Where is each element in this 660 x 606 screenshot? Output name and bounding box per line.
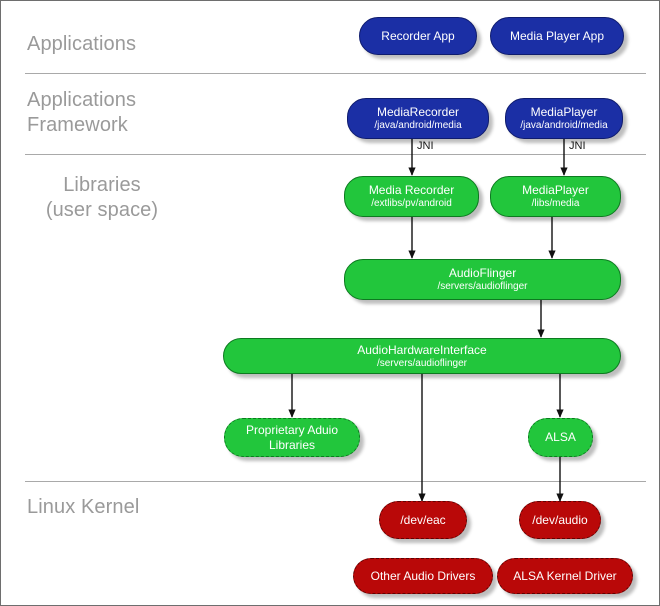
layer-label-libraries: Libraries (user space) (45, 174, 159, 221)
node-other-audio-drivers[interactable]: Other Audio Drivers (353, 558, 493, 594)
node-mediarecorder-framework[interactable]: MediaRecorder /java/android/media (347, 98, 489, 139)
node-media-player-app-title: Media Player App (509, 28, 605, 43)
node-recorder-app-title: Recorder App (381, 28, 455, 43)
separator-linux-kernel (25, 481, 646, 482)
node-audioflinger-path: /servers/audioflinger (437, 281, 528, 292)
node-dev-eac-title: /dev/eac (400, 512, 446, 527)
separator-applications (25, 73, 646, 74)
node-media-recorder-lib-path: /extlibs/pv/android (371, 198, 452, 209)
node-audiohardwareinterface-title: AudioHardwareInterface (357, 342, 487, 357)
node-alsa-kernel-driver-title: ALSA Kernel Driver (513, 568, 617, 583)
node-media-recorder-lib[interactable]: Media Recorder /extlibs/pv/android (344, 176, 479, 217)
node-mediaplayer-lib-title: MediaPlayer (522, 183, 589, 197)
edge-label-jni-player: JNI (569, 140, 586, 152)
layer-label-applications-framework: Applications Framework (27, 89, 137, 136)
node-dev-audio[interactable]: /dev/audio (519, 501, 601, 539)
layer-label-applications: Applications (27, 33, 137, 55)
edge-label-jni-recorder: JNI (417, 140, 434, 152)
node-mediaplayer-framework-title: MediaPlayer (530, 105, 598, 119)
separator-applications-framework (25, 154, 646, 155)
node-audiohardwareinterface-path: /servers/audioflinger (376, 357, 468, 369)
node-audiohardwareinterface[interactable]: AudioHardwareInterface /servers/audiofli… (223, 338, 621, 374)
node-mediaplayer-lib-path: /libs/media (531, 198, 580, 209)
node-audioflinger-title: AudioFlinger (448, 266, 517, 280)
node-proprietary-audio-libraries[interactable]: Proprietary Aduio Libraries (224, 418, 360, 457)
node-mediaplayer-framework-path: /java/android/media (520, 120, 608, 131)
node-alsa-title: ALSA (545, 430, 576, 444)
node-media-player-app[interactable]: Media Player App (490, 17, 624, 55)
node-alsa-kernel-driver[interactable]: ALSA Kernel Driver (497, 558, 633, 594)
node-media-recorder-lib-title: Media Recorder (368, 183, 455, 197)
node-mediarecorder-framework-title: MediaRecorder (376, 105, 460, 119)
node-recorder-app[interactable]: Recorder App (359, 17, 477, 55)
node-mediaplayer-lib[interactable]: MediaPlayer /libs/media (490, 176, 621, 217)
node-other-audio-drivers-title: Other Audio Drivers (370, 568, 476, 583)
node-dev-audio-title: /dev/audio (532, 512, 588, 527)
node-dev-eac[interactable]: /dev/eac (379, 501, 467, 539)
node-audioflinger[interactable]: AudioFlinger /servers/audioflinger (344, 259, 621, 300)
node-mediarecorder-framework-path: /java/android/media (374, 120, 462, 131)
node-proprietary-audio-libraries-title: Proprietary Aduio Libraries (245, 422, 339, 452)
node-mediaplayer-framework[interactable]: MediaPlayer /java/android/media (505, 98, 623, 139)
layer-label-linux-kernel: Linux Kernel (27, 496, 140, 518)
node-alsa[interactable]: ALSA (528, 418, 593, 457)
